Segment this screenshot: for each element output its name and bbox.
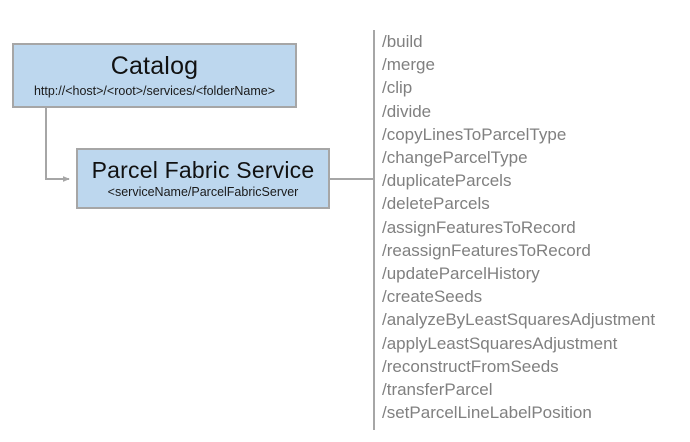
parcel-fabric-service-node-title: Parcel Fabric Service — [91, 156, 315, 183]
operation-item: /reconstructFromSeeds — [382, 356, 559, 376]
operation-item: /assignFeaturesToRecord — [382, 217, 576, 237]
operation-item: /divide — [382, 101, 432, 121]
catalog-node-url: http://<host>/<root>/services/<folderNam… — [33, 84, 276, 99]
parcel-fabric-service-node: Parcel Fabric Service <serviceName/Parce… — [76, 148, 330, 209]
operation-item: /build — [382, 32, 423, 51]
operation-item: /reassignFeaturesToRecord — [382, 240, 591, 260]
operation-item: /merge — [382, 55, 435, 75]
operations-list: /build/merge/clip/divide/copyLinesToParc… — [382, 30, 655, 424]
operation-item: /changeParcelType — [382, 148, 528, 168]
operation-item: /deleteParcels — [382, 194, 490, 214]
operation-item: /clip — [382, 78, 413, 98]
operations-divider — [373, 30, 375, 430]
operation-item: /transferParcel — [382, 380, 493, 400]
operation-item: /analyzeByLeastSquaresAdjustment — [382, 310, 656, 330]
connector-catalog-to-service — [45, 108, 70, 182]
operation-item: /duplicateParcels — [382, 171, 512, 191]
operation-item: /copyLinesToParcelType — [382, 124, 567, 144]
catalog-node-title: Catalog — [110, 52, 199, 80]
operation-item: /applyLeastSquaresAdjustment — [382, 333, 618, 353]
catalog-node: Catalog http://<host>/<root>/services/<f… — [12, 43, 297, 108]
operation-item: /createSeeds — [382, 287, 483, 307]
operation-item: /updateParcelHistory — [382, 264, 540, 284]
operation-item: /setParcelLineLabelPosition — [382, 403, 592, 423]
parcel-fabric-service-node-path: <serviceName/ParcelFabricServer — [107, 184, 299, 199]
